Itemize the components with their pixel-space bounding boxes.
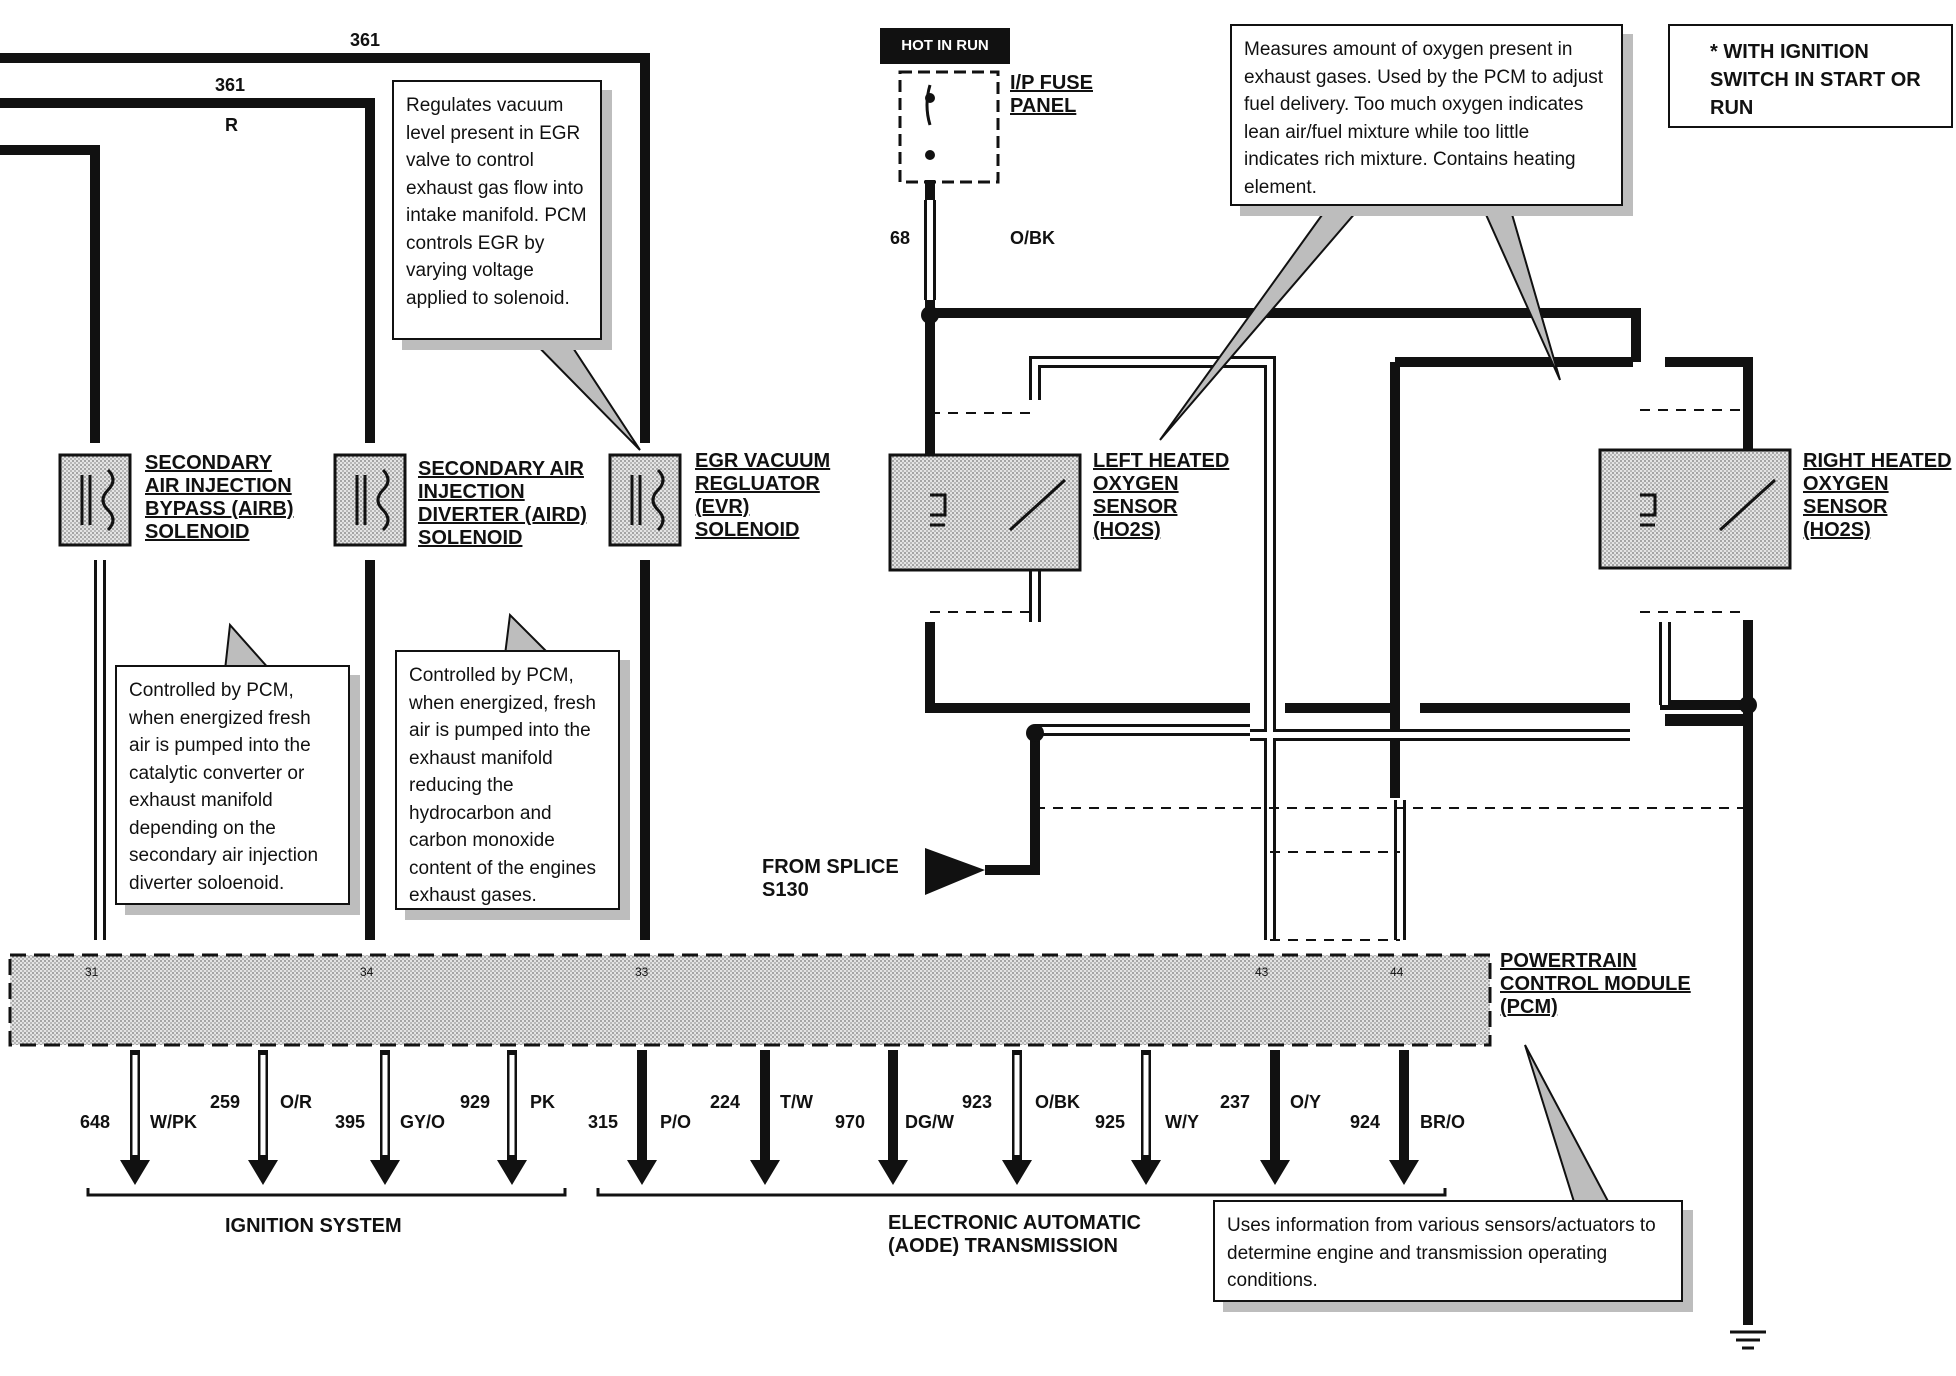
pcm-module (8, 953, 1492, 1047)
pcm-description: Uses information from various sensors/ac… (1213, 1200, 1683, 1302)
airb-description: Controlled by PCM, when energized fresh … (115, 665, 350, 905)
thick-wires (0, 53, 1753, 1325)
component-boxes (58, 70, 1792, 572)
pcm-output-wires (120, 1050, 1419, 1185)
callout-pointers (223, 189, 1612, 1206)
hot-in-run-label: HOT IN RUN (880, 28, 1010, 64)
ignition-label: IGNITION SYSTEM (225, 1215, 402, 1237)
fuse-panel-label: I/P FUSE PANEL (1010, 72, 1093, 117)
striped-wires (94, 200, 1748, 940)
pcm-label: POWERTRAIN CONTROL MODULE (PCM) (1500, 950, 1691, 1018)
evr-description: Regulates vacuum level present in EGR va… (392, 80, 602, 340)
evr-label: EGR VACUUM REGLUATOR (EVR) SOLENOID (695, 450, 831, 541)
from-splice-label: FROM SPLICE S130 (762, 856, 899, 901)
group-brackets (86, 1188, 1447, 1197)
aird-label: SECONDARY AIR INJECTION DIVERTER (AIRD) … (418, 458, 587, 549)
splice-dots (921, 306, 1766, 1350)
note-start-run: * WITH IGNITION SWITCH IN START OR RUN (1668, 24, 1953, 128)
right-ho2s-label: RIGHT HEATED OXYGEN SENSOR (HO2S) (1803, 450, 1952, 541)
trans-label: ELECTRONIC AUTOMATIC (AODE) TRANSMISSION (888, 1212, 1141, 1257)
aird-description: Controlled by PCM, when energized, fresh… (395, 650, 620, 910)
airb-label: SECONDARY AIR INJECTION BYPASS (AIRB) SO… (145, 452, 294, 543)
connector-dashes (930, 409, 1748, 941)
left-ho2s-label: LEFT HEATED OXYGEN SENSOR (HO2S) (1093, 450, 1230, 541)
ho2s-description: Measures amount of oxygen present in exh… (1230, 24, 1623, 206)
